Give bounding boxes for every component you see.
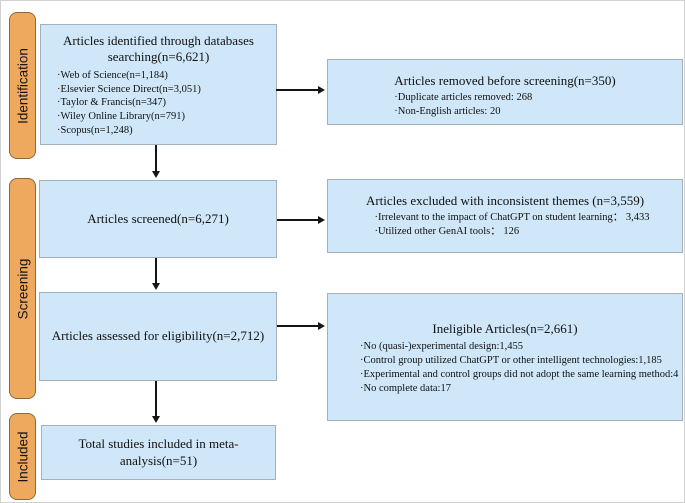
stage-label-included: Included <box>9 413 36 500</box>
box-total-included: Total studies included in meta-analysis(… <box>41 425 276 480</box>
arrow-line <box>155 258 157 284</box>
arrow-head-icon <box>318 86 325 94</box>
arrow-head-icon <box>318 216 325 224</box>
box-articles-screened-title: Articles screened(n=6,271) <box>87 210 229 226</box>
arrow-line <box>277 325 319 327</box>
stage-label-identification: Identification <box>9 12 36 159</box>
box-articles-assessed: Articles assessed for eligibility(n=2,71… <box>39 292 277 381</box>
list-item: ·Taylor & Francis(n=347) <box>57 97 166 109</box>
box-articles-removed-list: ·Duplicate articles removed: 268 ·Non-En… <box>394 91 615 119</box>
list-item: ·Irrelevant to the impact of ChatGPT on … <box>374 212 650 224</box>
arrow-line <box>155 145 157 172</box>
list-item: ·Wiley Online Library(n=791) <box>57 111 185 123</box>
arrow-line <box>276 89 319 91</box>
box-articles-assessed-title: Articles assessed for eligibility(n=2,71… <box>51 328 265 344</box>
box-ineligible-articles-list: ·No (quasi-)experimental design:1,455 ·C… <box>360 340 682 395</box>
list-item: ·Experimental and control groups did not… <box>360 369 679 381</box>
arrow-head-icon <box>318 322 325 330</box>
list-item: ·Scopus(n=1,248) <box>57 125 133 137</box>
box-ineligible-articles: Ineligible Articles(n=2,661) ·No (quasi-… <box>327 293 683 421</box>
box-articles-identified: Articles identified through databases se… <box>40 24 277 145</box>
list-item: ·No complete data:17 <box>360 382 451 394</box>
stage-label-screening-text: Screening <box>15 258 30 319</box>
box-articles-removed-title: Articles removed before screening(n=350) <box>394 73 616 88</box>
box-articles-removed: Articles removed before screening(n=350)… <box>327 59 683 125</box>
list-item: ·Utilized other GenAI tools： 126 <box>374 226 520 238</box>
arrow-line <box>155 381 157 417</box>
box-total-included-title: Total studies included in meta-analysis(… <box>78 436 239 468</box>
list-item: ·Elsevier Science Direct(n=3,051) <box>57 83 201 95</box>
box-articles-excluded-title: Articles excluded with inconsistent them… <box>365 193 645 208</box>
box-articles-excluded-list: ·Irrelevant to the impact of ChatGPT on … <box>360 211 649 239</box>
list-item: ·No (quasi-)experimental design:1,455 <box>360 341 523 353</box>
box-ineligible-articles-title: Ineligible Articles(n=2,661) <box>432 321 578 336</box>
box-articles-identified-title: Articles identified through databases se… <box>63 33 254 65</box>
stage-label-included-text: Included <box>15 430 30 483</box>
list-item: ·Duplicate articles removed: 268 <box>394 92 533 104</box>
arrow-head-icon <box>152 416 160 423</box>
box-articles-screened: Articles screened(n=6,271) <box>39 180 277 258</box>
list-item: ·Non-English articles: 20 <box>394 106 501 118</box>
box-articles-identified-list: ·Web of Science(n=1,184) ·Elsevier Scien… <box>47 69 270 138</box>
arrow-head-icon <box>152 171 160 178</box>
box-articles-excluded: Articles excluded with inconsistent them… <box>327 179 683 253</box>
list-item: ·Control group utilized ChatGPT or other… <box>360 355 662 367</box>
stage-label-identification-text: Identification <box>15 47 30 124</box>
stage-label-screening: Screening <box>9 178 36 399</box>
list-item: ·Web of Science(n=1,184) <box>57 69 168 81</box>
arrow-head-icon <box>152 283 160 290</box>
arrow-line <box>277 219 319 221</box>
